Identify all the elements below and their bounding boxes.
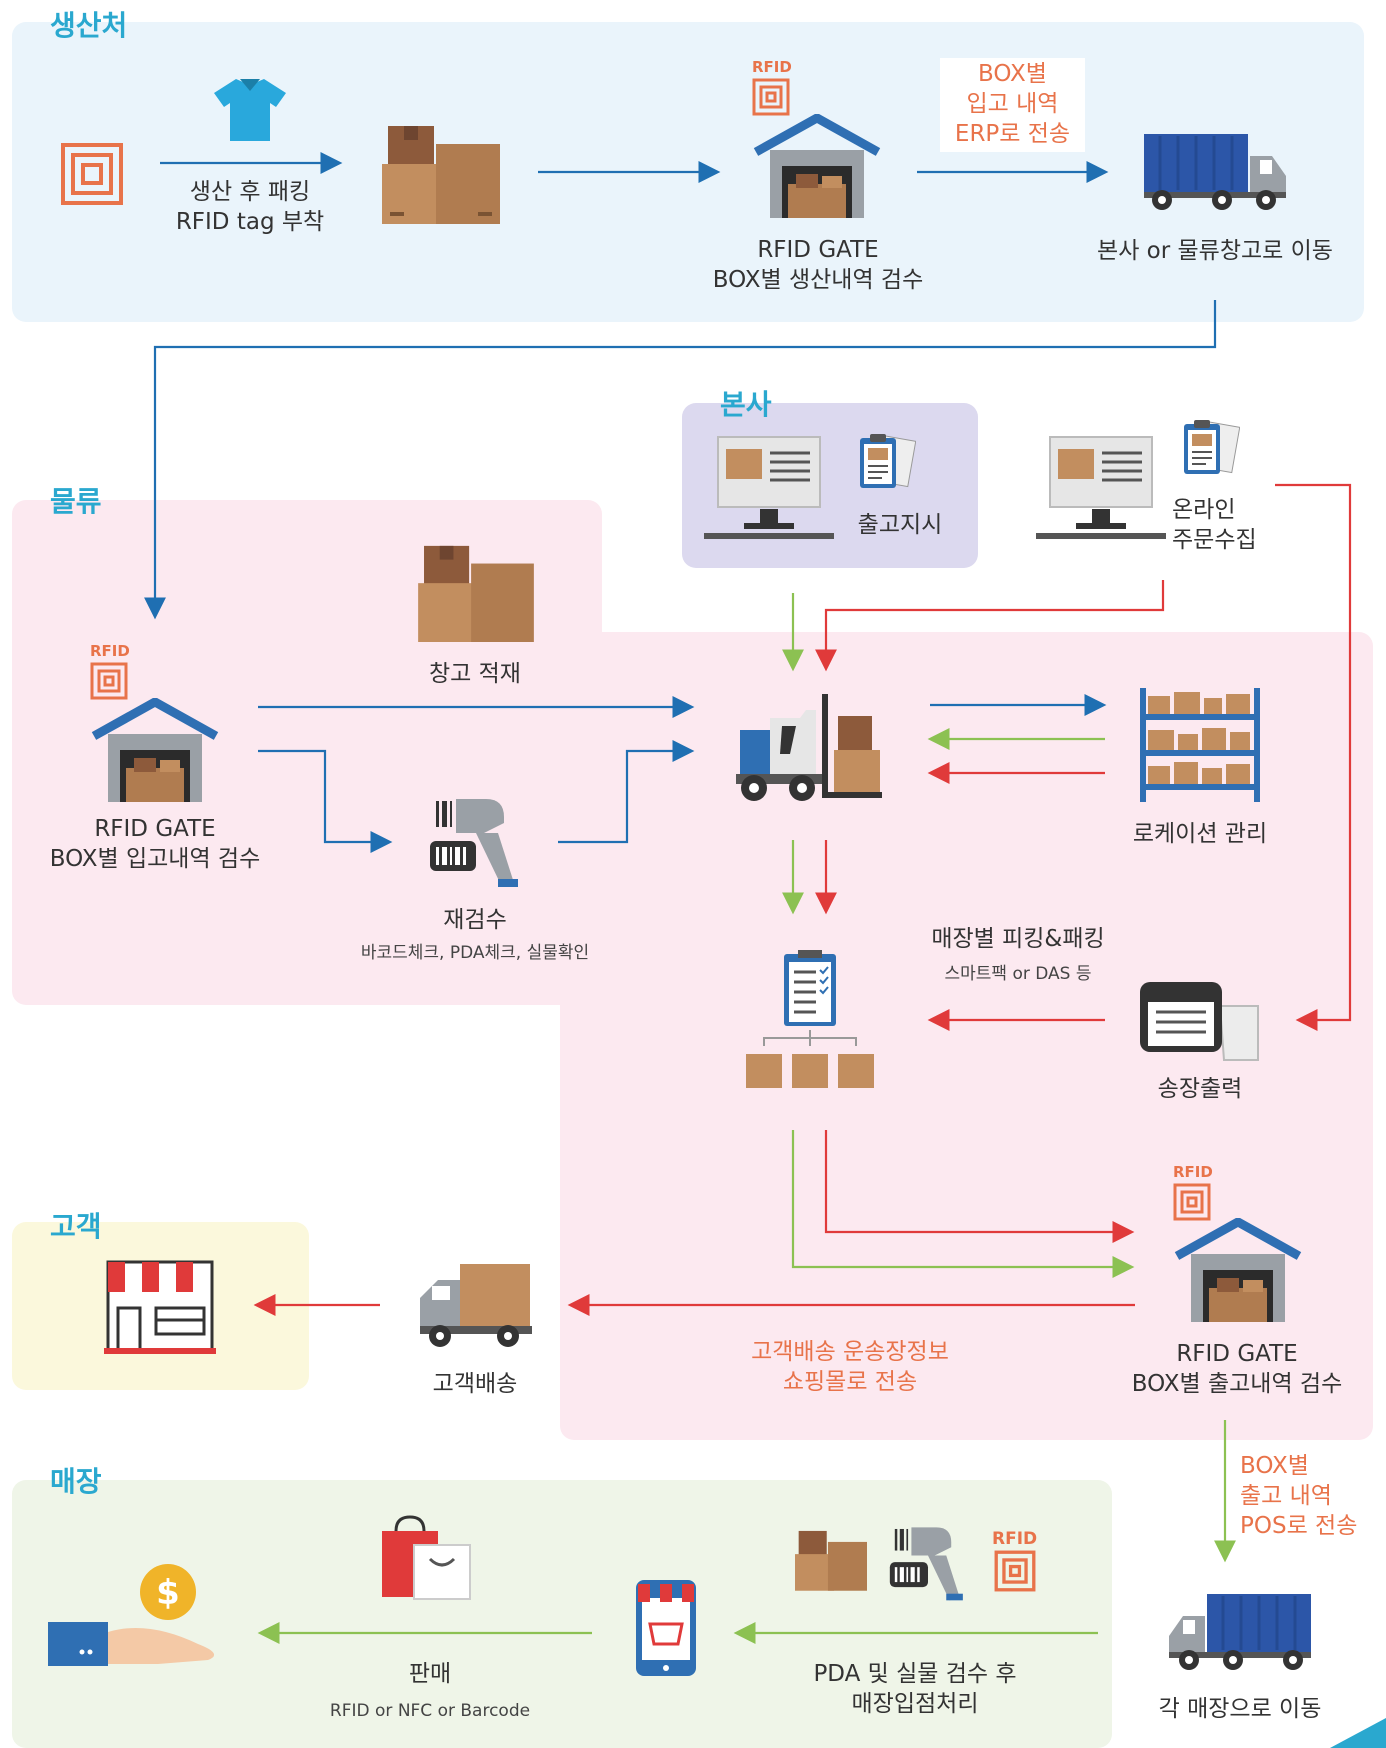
note-pos-line3: POS로 전송 xyxy=(1240,1512,1358,1539)
note-erp-line2: 입고 내역 xyxy=(966,90,1059,117)
rfid-tag-icon xyxy=(61,143,123,205)
barcode-scanner-icon xyxy=(889,1527,963,1601)
label-sale-sub: RFID or NFC or Barcode xyxy=(329,1700,531,1721)
rfid-label-inbound: RFID xyxy=(90,642,130,660)
note-pos-line1: BOX별 xyxy=(1240,1453,1309,1479)
label-store-inbound-line1: PDA 및 실물 검수 후 xyxy=(813,1661,1017,1687)
boxes-icon xyxy=(382,126,500,224)
rfid-label-store: RFID xyxy=(992,1529,1038,1549)
warehouse-gate-icon xyxy=(91,698,219,802)
logistics-zone-patch2 xyxy=(560,632,680,1004)
note-mall-transfer: 고객배송 운송장정보 쇼핑몰로 전송 xyxy=(725,1338,975,1398)
note-erp-line1: BOX별 xyxy=(978,61,1047,87)
clipboard-icon xyxy=(860,434,916,488)
mobile-shop-icon xyxy=(636,1580,696,1676)
label-ship-order: 출고지시 xyxy=(857,512,943,538)
rfid-tag-icon xyxy=(90,662,128,700)
rfid-tag-icon xyxy=(1173,1183,1211,1221)
label-sale-title: 판매 xyxy=(408,1661,452,1687)
label-stacking: 창고 적재 xyxy=(429,661,521,687)
label-online-orders: 온라인 주문수집 xyxy=(1172,496,1282,556)
delivery-truck-icon xyxy=(420,1264,532,1347)
rfid-tag-icon xyxy=(752,78,790,116)
hand-coin-icon: $ xyxy=(48,1564,215,1666)
warehouse-gate-icon xyxy=(1174,1218,1302,1322)
checklist-tree-icon xyxy=(746,950,874,1088)
arrow-online-to-forklift xyxy=(815,580,1165,672)
label-invoice: 송장출력 xyxy=(1157,1076,1243,1102)
note-pos-line2: 출고 내역 xyxy=(1240,1482,1332,1509)
label-gate-producer: RFID GATE BOX별 생산내역 검수 xyxy=(698,236,938,296)
zone-title-logistics: 물류 xyxy=(50,485,102,518)
label-location: 로케이션 관리 xyxy=(1132,821,1268,847)
label-gate-inbound-line2: BOX별 입고내역 검수 xyxy=(49,845,261,872)
label-recheck-title: 재검수 xyxy=(443,907,507,933)
label-gate-outbound-line2: BOX별 출고내역 검수 xyxy=(1131,1370,1343,1397)
boxes-icon xyxy=(418,545,534,642)
label-gate-outbound: RFID GATE BOX별 출고내역 검수 xyxy=(1117,1340,1357,1400)
label-recheck: 재검수 바코드체크, PDA체크, 실물확인 xyxy=(345,906,605,964)
label-store-inbound-line2: 매장입점처리 xyxy=(851,1690,979,1717)
zone-title-producer: 생산처 xyxy=(50,9,128,42)
note-erp-line3: ERP로 전송 xyxy=(954,120,1071,147)
arrow-online-to-invoice xyxy=(1275,483,1352,1031)
label-pack-tag-line1: 생산 후 패킹 xyxy=(189,179,311,205)
label-picking: 매장별 피킹&패킹 스마트팩 or DAS 등 xyxy=(908,925,1128,985)
label-move-hq: 본사 or 물류창고로 이동 xyxy=(1097,238,1333,264)
note-mall-line2: 쇼핑몰로 전송 xyxy=(782,1368,918,1395)
label-online-line2: 주문수집 xyxy=(1172,526,1257,553)
invoice-printer-icon xyxy=(1140,982,1259,1061)
note-pos-transfer: BOX별 출고 내역 POS로 전송 xyxy=(1240,1452,1370,1542)
store-zone xyxy=(12,1480,1112,1748)
clipboard-icon xyxy=(1184,420,1240,474)
computer-monitor-icon xyxy=(1036,436,1166,539)
arrow-gate-to-recheck xyxy=(258,749,393,853)
label-gate-inbound-line1: RFID GATE xyxy=(94,816,216,842)
shop-storefront-icon xyxy=(104,1260,216,1354)
label-gate-inbound: RFID GATE BOX별 입고내역 검수 xyxy=(35,815,275,875)
zone-title-customer: 고객 xyxy=(50,1210,102,1243)
arrow-recheck-to-forklift xyxy=(558,740,695,844)
rfid-label-outbound: RFID xyxy=(1173,1163,1213,1181)
label-pack-tag-line2: RFID tag 부착 xyxy=(175,208,325,235)
label-gate-outbound-line1: RFID GATE xyxy=(1176,1341,1298,1367)
shopping-bags-icon xyxy=(382,1515,471,1600)
rfid-label-producer: RFID xyxy=(752,58,792,76)
arrow-picking-gateout-red xyxy=(824,1130,1135,1243)
label-recheck-sub: 바코드체크, PDA체크, 실물확인 xyxy=(360,942,590,963)
arrow-truck-to-logistics xyxy=(144,300,1217,620)
arrow-picking-gateout-green xyxy=(791,1130,1135,1278)
label-to-stores: 각 매장으로 이동 xyxy=(1158,1696,1322,1722)
forklift-icon xyxy=(736,694,882,801)
polo-shirt-icon xyxy=(214,79,286,141)
truck-icon xyxy=(1144,134,1286,210)
warehouse-gate-icon xyxy=(753,114,881,218)
label-sale: 판매 RFID or NFC or Barcode xyxy=(300,1660,560,1722)
corner-decoration xyxy=(1330,1718,1386,1748)
label-gate-producer-line2: BOX별 생산내역 검수 xyxy=(712,266,924,293)
truck-icon xyxy=(1169,1594,1311,1670)
label-gate-producer-line1: RFID GATE xyxy=(757,237,879,263)
zone-title-store: 매장 xyxy=(50,1465,102,1498)
svg-text:$: $ xyxy=(156,1573,180,1613)
note-mall-line1: 고객배송 운송장정보 xyxy=(751,1339,949,1365)
label-pack-tag: 생산 후 패킹 RFID tag 부착 xyxy=(162,178,338,238)
label-customer-delivery: 고객배송 xyxy=(432,1371,518,1397)
computer-monitor-icon xyxy=(704,436,834,539)
label-picking-title: 매장별 피킹&패킹 xyxy=(931,926,1105,952)
barcode-scanner-icon xyxy=(430,799,518,887)
zone-title-hq: 본사 xyxy=(720,388,772,421)
label-store-inbound: PDA 및 실물 검수 후 매장입점처리 xyxy=(790,1660,1040,1720)
label-picking-sub: 스마트팩 or DAS 등 xyxy=(944,963,1092,984)
storage-rack-icon xyxy=(1140,688,1260,802)
label-online-line1: 온라인 xyxy=(1172,497,1236,523)
note-erp-transfer: BOX별 입고 내역 ERP로 전송 xyxy=(940,58,1085,152)
rfid-tag-icon xyxy=(994,1550,1036,1592)
boxes-icon xyxy=(795,1530,867,1591)
